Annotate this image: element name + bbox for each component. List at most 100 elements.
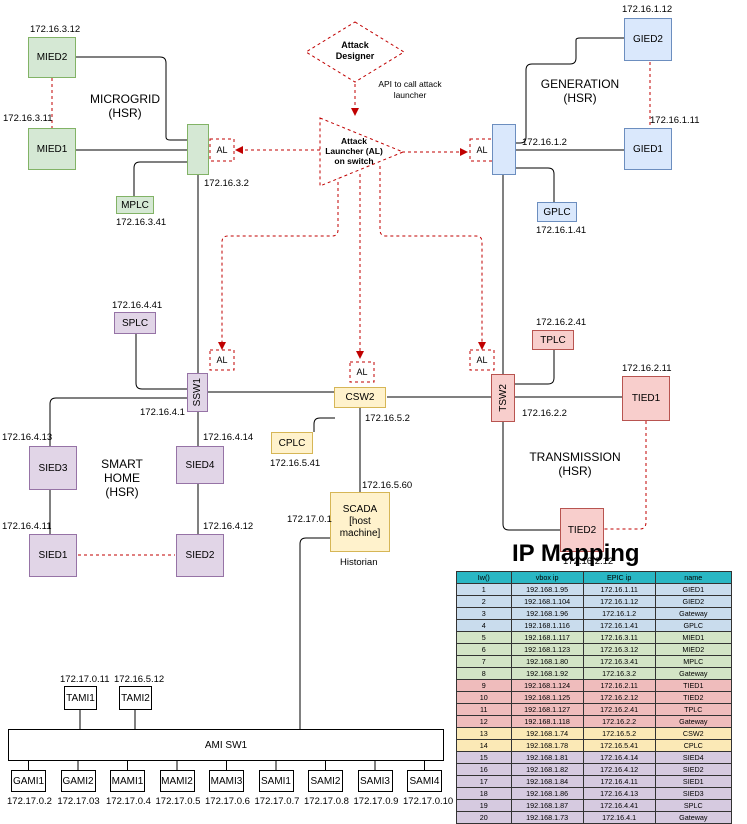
attack-designer-label: Attack Designer [320,40,390,62]
ip-mapping-cell: CSW2 [654,727,733,740]
tsw2-switch[interactable]: TSW2 [491,374,515,422]
mied2-node[interactable]: MIED2 [28,37,76,78]
tied2-node[interactable]: TIED2 [560,508,604,552]
ami-drop-lines [28,761,425,770]
ip-mapping-cell: 192.168.1.118 [510,715,584,728]
generation-switch[interactable] [492,124,516,175]
scada-label-line2: [host [349,516,371,527]
ami-node-gami2[interactable]: GAMI2 [60,770,96,792]
link-tsw2-tied2 [502,422,560,531]
ssw1-switch[interactable]: SSW1 [187,373,208,412]
arrow-head-al-gsw [460,148,468,156]
tami2-node[interactable]: TAMI2 [119,686,152,710]
ami-node-mami1[interactable]: MAMI1 [110,770,145,792]
tied1-node[interactable]: TIED1 [622,376,670,421]
gied2-node[interactable]: GIED2 [624,18,672,61]
ami-node-sami3[interactable]: SAMI3 [357,770,393,792]
gied1-node[interactable]: GIED1 [624,128,672,170]
gied1-label: GIED1 [632,143,663,155]
sied1-node[interactable]: SIED1 [29,534,77,577]
ip-mapping-header-cell: vbox ip [510,571,584,584]
ip-ssw1: 172.16.4.1 [140,407,185,418]
ip-mapping-header-cell: name [654,571,733,584]
ip-mapping-cell: MPLC [654,655,733,668]
ami-node-sami2[interactable]: SAMI2 [308,770,343,792]
ami-node-sami1[interactable]: SAMI1 [258,770,294,792]
al-box-csw2 [349,361,375,383]
splc-node[interactable]: SPLC [114,312,156,334]
ip-mapping-cell: 2 [456,595,512,608]
ip-mapping-cell: 172.16.1.11 [582,583,656,596]
ami-node-mami3[interactable]: MAMI3 [209,770,244,792]
ip-mapping-cell: 192.168.1.123 [510,643,584,656]
ip-mapping-cell: 4 [456,619,512,632]
ip-mapping-cell: SIED3 [654,787,733,800]
ip-mapping-cell: 192.168.1.74 [510,727,584,740]
ip-mapping-cell: 192.168.1.86 [510,787,584,800]
splc-label: SPLC [121,317,149,329]
ip-mapping-cell: 172.16.5.41 [582,739,656,752]
ip-mapping-cell: 10 [456,691,512,704]
tplc-node[interactable]: TPLC [532,330,574,350]
ami-node-ip: 172.17.0.9 [353,796,399,807]
al-box-gsw [469,138,495,162]
ami-node-label: GAMI1 [12,775,45,787]
ip-sied1: 172.16.4.11 [2,521,52,532]
ssw1-label: SSW1 [192,378,203,407]
ami-sw1-bus[interactable]: AMI SW1 [8,729,444,761]
ip-mapping-cell: 19 [456,799,512,812]
microgrid-switch[interactable] [187,124,209,175]
ip-mapping-cell: SIED4 [654,751,733,764]
ami-node-ip: 172.17.0.10 [403,796,454,807]
ip-mapping-cell: Gateway [654,607,733,620]
al-label-csw2: AL [356,367,368,377]
ip-tami1: 172.17.0.11 [60,674,110,685]
gplc-label: GPLC [543,206,571,218]
ip-tplc: 172.16.2.41 [536,317,587,328]
sied4-node[interactable]: SIED4 [176,446,224,484]
scada-node[interactable]: SCADA [host machine] [330,492,390,552]
sied2-node[interactable]: SIED2 [176,534,224,577]
ip-mapping-cell: Gateway [654,715,733,728]
ami-node-sami4[interactable]: SAMI4 [407,770,442,792]
csw2-label: CSW2 [345,392,375,403]
sied3-node[interactable]: SIED3 [29,446,77,490]
scada-label-line1: SCADA [342,504,378,515]
tami1-node[interactable]: TAMI1 [64,686,97,710]
ip-mapping-cell: 6 [456,643,512,656]
ip-mapping-cell: 172.16.3.41 [582,655,656,668]
sied4-label: SIED4 [185,459,215,471]
ami-node-mami2[interactable]: MAMI2 [159,770,195,792]
ami-node-ip: 172.17.0.2 [7,796,52,807]
ip-mapping-cell: 8 [456,667,512,680]
attack-launcher-line3: on switch [334,156,374,166]
ip-mapping-cell: 1 [456,583,512,596]
csw2-switch[interactable]: CSW2 [334,387,386,408]
ami-node-label: SAMI2 [310,775,341,787]
ami-node-ip: 172.17.0.8 [304,796,349,807]
al-label-ssw1: AL [216,355,228,365]
ip-mapping-cell: 172.16.4.11 [582,775,656,788]
mied1-node[interactable]: MIED1 [28,128,76,170]
region-smart-home: SMART HOME (HSR) [92,457,152,499]
ip-mapping-cell: 172.16.4.41 [582,799,656,812]
ip-mapping-cell: 192.168.1.81 [510,751,584,764]
gplc-node[interactable]: GPLC [537,202,577,222]
ami-node-gami1[interactable]: GAMI1 [11,770,46,792]
cplc-node[interactable]: CPLC [271,432,313,454]
api-note: API to call attack launcher [365,79,455,101]
ip-mapping-cell: MIED2 [654,643,733,656]
ami-node-ip: 172.17.0.6 [205,796,250,807]
attack-designer-line2: Designer [335,51,375,61]
mplc-node[interactable]: MPLC [116,196,154,214]
arrow-head-al-msw [235,146,243,154]
ip-mapping-cell: 192.168.1.117 [510,631,584,644]
ip-mapping-cell: 192.168.1.87 [510,799,584,812]
